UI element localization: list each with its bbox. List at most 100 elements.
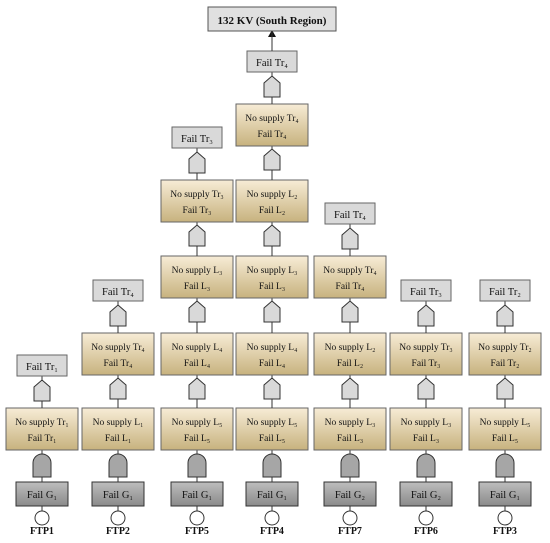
intermediate-event-line2: Fail L₄ <box>184 359 210 369</box>
ftp-label: FTP4 <box>260 526 284 537</box>
basic-event-label: Fail G₁ <box>257 490 287 501</box>
intermediate-event-line1: No supply L₃ <box>325 418 376 428</box>
intermediate-event-line1: No supply L₂ <box>325 343 376 353</box>
column-top-event-box <box>92 279 144 302</box>
basic-event-box <box>91 481 145 507</box>
intermediate-event-line1: No supply Tr₄ <box>245 114 298 124</box>
intermediate-event-line2: Fail L₂ <box>259 206 285 216</box>
fault-tree-column: FTP5 Fail G₁ No supply L₅ Fail L₅ No supply … <box>160 126 234 537</box>
basic-event-circle-icon <box>497 510 513 526</box>
and-gate-icon <box>416 453 436 478</box>
intermediate-event-box <box>389 332 463 376</box>
intermediate-event-box <box>160 407 234 451</box>
transfer-gate-icon <box>263 300 281 323</box>
intermediate-event-line1: No supply Tr₄ <box>91 343 144 353</box>
transfer-gate-icon <box>263 75 281 98</box>
intermediate-event-line2: Fail Tr₄ <box>104 359 133 369</box>
basic-event-label: Fail G₁ <box>182 490 212 501</box>
column-top-event-box <box>16 354 68 377</box>
transfer-gate-icon <box>417 377 435 400</box>
ftp-label: FTP6 <box>414 526 438 537</box>
transfer-gate-icon <box>109 377 127 400</box>
intermediate-event-line1: No supply Tr₁ <box>15 418 68 428</box>
intermediate-event-line1: No supply L₂ <box>247 190 298 200</box>
column-top-event-label: Fail Tr₃ <box>181 134 213 145</box>
intermediate-event-line1: No supply Tr₂ <box>478 343 531 353</box>
column-top-event-box <box>479 279 531 302</box>
intermediate-event-line2: Fail Tr₄ <box>336 282 365 292</box>
intermediate-event-line1: No supply L₅ <box>247 418 298 428</box>
basic-event-label: Fail G₁ <box>103 490 133 501</box>
transfer-gate-icon <box>341 377 359 400</box>
intermediate-event-line1: No supply L₄ <box>247 343 298 353</box>
intermediate-event-box <box>389 407 463 451</box>
and-gate-icon <box>32 453 52 478</box>
intermediate-event-line1: No supply L₁ <box>93 418 144 428</box>
intermediate-event-line1: No supply L₃ <box>172 266 223 276</box>
basic-event-box <box>245 481 299 507</box>
basic-event-label: Fail G₁ <box>490 490 520 501</box>
intermediate-event-line1: No supply L₄ <box>172 343 223 353</box>
intermediate-event-box <box>235 179 309 223</box>
intermediate-event-box <box>160 255 234 299</box>
top-event-label: 132 KV (South Region) <box>218 15 327 27</box>
intermediate-event-line2: Fail Tr₃ <box>183 206 212 216</box>
transfer-gate-icon <box>188 300 206 323</box>
basic-event-label: Fail G₂ <box>411 490 442 501</box>
intermediate-event-box <box>235 255 309 299</box>
transfer-gate-icon <box>263 224 281 247</box>
column-top-event-label: Fail Tr₄ <box>334 210 366 221</box>
intermediate-event-line2: Fail L₄ <box>259 359 285 369</box>
intermediate-event-line2: Fail L₁ <box>105 434 131 444</box>
ftp-label: FTP7 <box>338 526 362 537</box>
and-gate-icon <box>495 453 515 478</box>
intermediate-event-line2: Fail L₃ <box>413 434 439 444</box>
basic-event-circle-icon <box>418 510 434 526</box>
intermediate-event-box <box>160 179 234 223</box>
transfer-gate-icon <box>109 304 127 327</box>
transfer-gate-icon <box>33 379 51 402</box>
intermediate-event-line1: No supply L₃ <box>401 418 452 428</box>
intermediate-event-line2: Fail L₅ <box>492 434 518 444</box>
intermediate-event-box <box>235 103 309 147</box>
intermediate-event-line2: Fail L₅ <box>259 434 285 444</box>
intermediate-event-box <box>81 407 155 451</box>
intermediate-event-line2: Fail L₅ <box>184 434 210 444</box>
intermediate-event-box <box>313 255 387 299</box>
transfer-gate-icon <box>263 148 281 171</box>
basic-event-circle-icon <box>110 510 126 526</box>
ftp-label: FTP5 <box>185 526 209 537</box>
ftp-label: FTP3 <box>493 526 517 537</box>
transfer-gate-icon <box>417 304 435 327</box>
intermediate-event-box <box>313 332 387 376</box>
transfer-gate-icon <box>496 304 514 327</box>
transfer-gate-icon <box>341 300 359 323</box>
intermediate-event-box <box>5 407 79 451</box>
ftp-label: FTP1 <box>30 526 54 537</box>
top-event-box <box>207 6 337 32</box>
column-top-event-label: Fail Tr₄ <box>102 287 134 298</box>
transfer-gate-icon <box>341 227 359 250</box>
intermediate-event-line2: Fail L₃ <box>259 282 285 292</box>
intermediate-event-line1: No supply Tr₃ <box>170 190 223 200</box>
intermediate-event-line2: Fail L₃ <box>184 282 210 292</box>
fault-tree-column: FTP4 Fail G₁ No supply L₅ Fail L₅ No supply … <box>235 32 309 537</box>
basic-event-label: Fail G₂ <box>335 490 366 501</box>
column-top-event-label: Fail Tr₃ <box>410 287 442 298</box>
intermediate-event-line2: Fail Tr₂ <box>491 359 520 369</box>
column-top-event-box <box>171 126 223 149</box>
basic-event-label: Fail G₁ <box>27 490 57 501</box>
intermediate-event-line1: No supply L₅ <box>172 418 223 428</box>
column-top-event-box <box>324 202 376 225</box>
and-gate-icon <box>340 453 360 478</box>
basic-event-circle-icon <box>34 510 50 526</box>
transfer-gate-icon <box>263 377 281 400</box>
intermediate-event-line1: No supply L₃ <box>247 266 298 276</box>
top-event: 132 KV (South Region) <box>207 6 337 48</box>
intermediate-event-box <box>81 332 155 376</box>
